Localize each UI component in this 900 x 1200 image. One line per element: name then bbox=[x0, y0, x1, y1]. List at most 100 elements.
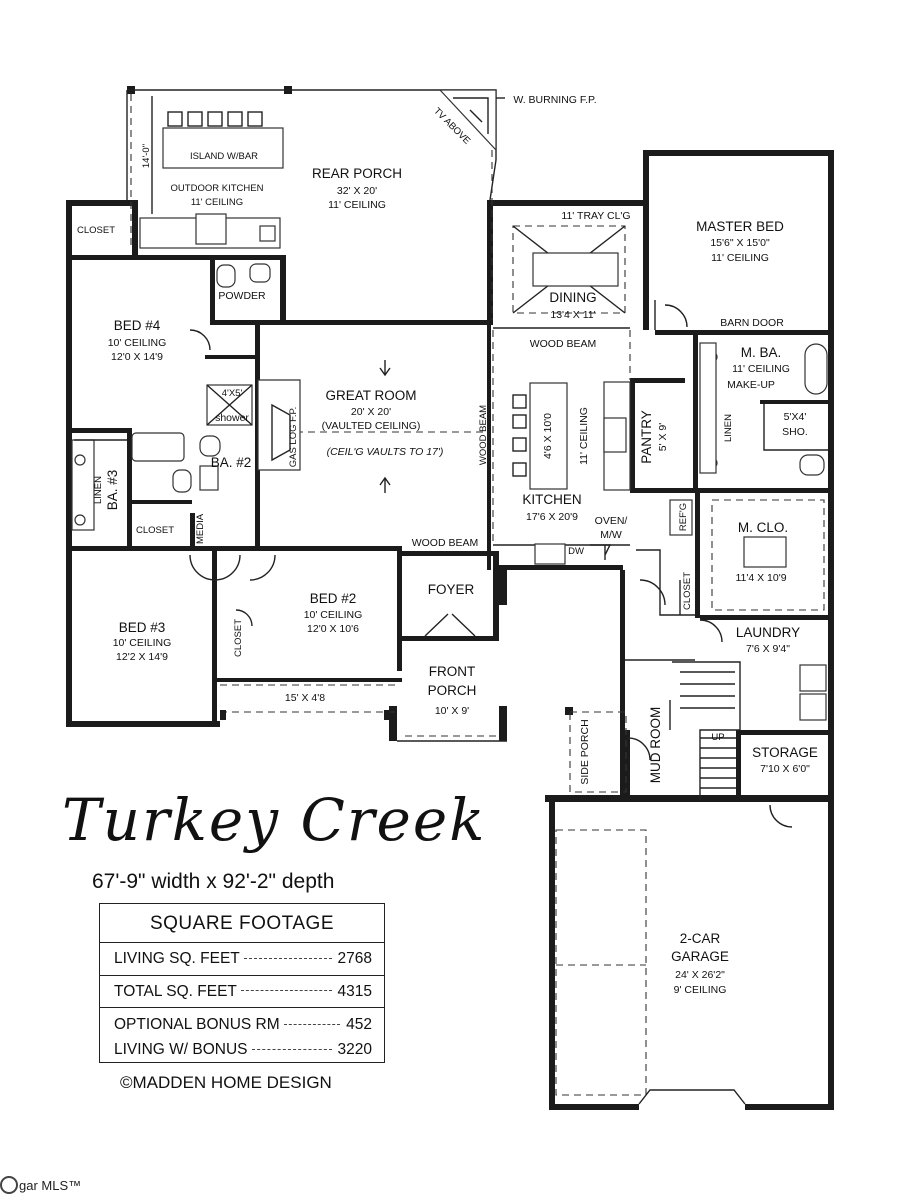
label-porch-dim: 14'-0" bbox=[141, 144, 152, 168]
label-fireplace: W. BURNING F.P. bbox=[513, 94, 596, 106]
label-mw: M/W bbox=[600, 529, 622, 541]
label-ceil-vaults: (CEIL'G VAULTS TO 17') bbox=[327, 446, 444, 458]
copyright: ©MADDEN HOME DESIGN bbox=[120, 1073, 332, 1092]
label-ba3: BA. #3 bbox=[105, 470, 120, 511]
label-closet-b2: CLOSET bbox=[233, 619, 244, 657]
sqft-row-value: 3220 bbox=[337, 1041, 372, 1058]
label-mud-room: MUD ROOM bbox=[648, 707, 663, 784]
label-garage-size: 24' X 26'2" bbox=[675, 969, 725, 981]
label-dw: DW bbox=[568, 546, 584, 557]
label-shower: shower bbox=[215, 412, 249, 424]
label-pantry-size: 5' X 9' bbox=[657, 423, 669, 452]
label-rear-porch-ceiling: 11' CEILING bbox=[328, 199, 386, 211]
sqft-row-label: TOTAL SQ. FEET bbox=[114, 982, 237, 1000]
sqft-row-value: 2768 bbox=[337, 950, 372, 967]
label-wood-beam-top: WOOD BEAM bbox=[530, 338, 597, 350]
label-closet-e: CLOSET bbox=[682, 572, 693, 610]
label-m-clo: M. CLO. bbox=[738, 520, 788, 535]
label-bed2-size: 12'0 X 10'6 bbox=[307, 623, 359, 635]
label-garage-2: GARAGE bbox=[671, 949, 729, 964]
label-linen: LINEN bbox=[93, 476, 104, 504]
sqft-row-value: 452 bbox=[346, 1016, 372, 1033]
label-master-bed-size: 15'6" X 15'0" bbox=[710, 237, 770, 249]
label-front-porch-2: PORCH bbox=[428, 683, 477, 698]
label-island-size: 4'6 X 10'0 bbox=[542, 413, 554, 459]
leader-line bbox=[240, 990, 332, 991]
thin-lines bbox=[71, 89, 828, 1105]
label-wood-beam-bottom: WOOD BEAM bbox=[412, 537, 479, 549]
label-bed4: BED #4 bbox=[114, 318, 161, 333]
label-oven: OVEN/ bbox=[595, 515, 628, 527]
label-makeup: MAKE-UP bbox=[727, 379, 775, 391]
label-storage-size: 7'10 X 6'0" bbox=[760, 763, 810, 775]
label-kitchen-ceiling: 11' CEILING bbox=[578, 407, 590, 465]
label-great-room-vault: (VAULTED CEILING) bbox=[322, 420, 421, 432]
plan-dimensions: 67'-9" width x 92'-2" depth bbox=[92, 870, 334, 893]
label-outdoor-kitchen-ceiling: 11' CEILING bbox=[191, 197, 243, 208]
label-refg: REF'G bbox=[678, 503, 689, 531]
label-up: UP bbox=[711, 732, 724, 743]
label-ba2: BA. #2 bbox=[211, 455, 252, 470]
label-master-bed: MASTER BED bbox=[696, 219, 784, 234]
sqft-row-label: LIVING W/ BONUS bbox=[114, 1041, 248, 1058]
label-bed3-ceiling: 10' CEILING bbox=[113, 637, 172, 649]
sqft-row-label: OPTIONAL BONUS RM bbox=[114, 1016, 280, 1033]
sqft-row: LIVING W/ BONUS 3220 bbox=[100, 1038, 384, 1062]
label-media: MEDIA bbox=[195, 513, 206, 544]
label-dining-size: 13'4 X 11' bbox=[550, 309, 595, 321]
watermark-text: gar MLS™ bbox=[19, 1177, 82, 1193]
label-m-ba-ceiling: 11' CEILING bbox=[732, 363, 790, 375]
label-shower-size: 4'X5' bbox=[222, 388, 243, 399]
sqft-row: LIVING SQ. FEET 2768 bbox=[100, 943, 384, 976]
label-linen-m: LINEN bbox=[723, 414, 734, 442]
label-dining: DINING bbox=[549, 290, 596, 305]
label-bed2-ceiling: 10' CEILING bbox=[304, 609, 363, 621]
label-front-porch-size: 10' X 9' bbox=[435, 705, 469, 717]
label-master-bed-ceiling: 11' CEILING bbox=[711, 252, 769, 264]
label-closet-nw: CLOSET bbox=[77, 225, 115, 236]
label-bed3: BED #3 bbox=[119, 620, 166, 635]
label-barn-door: BARN DOOR bbox=[720, 317, 784, 329]
label-front-porch-1: FRONT bbox=[429, 664, 476, 679]
label-island-bar: ISLAND W/BAR bbox=[190, 151, 258, 162]
label-garage-1: 2-CAR bbox=[680, 931, 721, 946]
label-tray: 11' TRAY CL'G bbox=[561, 210, 630, 222]
label-sho: SHO. bbox=[782, 426, 808, 438]
label-gas-log: GAS LOG F.P. bbox=[288, 407, 299, 468]
label-side-porch: SIDE PORCH bbox=[579, 719, 591, 784]
leader-line bbox=[251, 1048, 332, 1050]
label-powder: POWDER bbox=[218, 290, 266, 302]
label-outdoor-kitchen: OUTDOOR KITCHEN bbox=[171, 183, 264, 194]
label-bed4-ceiling: 10' CEILING bbox=[108, 337, 167, 349]
label-porch-strip: 15' X 4'8 bbox=[285, 692, 325, 704]
label-m-ba: M. BA. bbox=[741, 345, 782, 360]
label-bed3-size: 12'2 X 14'9 bbox=[116, 651, 168, 663]
label-great-room-size: 20' X 20' bbox=[351, 406, 391, 418]
label-kitchen: KITCHEN bbox=[522, 492, 581, 507]
label-sho-size: 5'X4' bbox=[784, 411, 807, 423]
label-storage: STORAGE bbox=[752, 745, 818, 760]
square-footage-table: SQUARE FOOTAGE LIVING SQ. FEET 2768 TOTA… bbox=[99, 903, 385, 1063]
label-kitchen-size: 17'6 X 20'9 bbox=[526, 511, 578, 523]
label-laundry-size: 7'6 X 9'4" bbox=[746, 643, 790, 655]
sqft-row-label: LIVING SQ. FEET bbox=[114, 950, 240, 967]
label-laundry: LAUNDRY bbox=[736, 625, 800, 640]
leader-line bbox=[283, 1023, 341, 1025]
square-footage-heading: SQUARE FOOTAGE bbox=[100, 904, 384, 943]
watermark: gar MLS™ bbox=[0, 1176, 81, 1194]
label-m-clo-size: 11'4 X 10'9 bbox=[735, 572, 786, 584]
label-rear-porch: REAR PORCH bbox=[312, 166, 402, 181]
label-great-room: GREAT ROOM bbox=[325, 388, 416, 403]
label-closet-w: CLOSET bbox=[136, 525, 174, 536]
label-rear-porch-size: 32' X 20' bbox=[337, 185, 377, 197]
label-foyer: FOYER bbox=[428, 582, 475, 597]
mls-logo-icon bbox=[0, 1176, 18, 1194]
plan-title: Turkey Creek bbox=[62, 786, 486, 854]
sqft-row: TOTAL SQ. FEET 4315 bbox=[100, 976, 384, 1008]
sqft-row: OPTIONAL BONUS RM 452 bbox=[100, 1012, 384, 1038]
leader-line bbox=[243, 957, 332, 959]
label-wood-beam-v: WOOD BEAM bbox=[478, 405, 489, 465]
label-garage-ceiling: 9' CEILING bbox=[674, 984, 727, 996]
